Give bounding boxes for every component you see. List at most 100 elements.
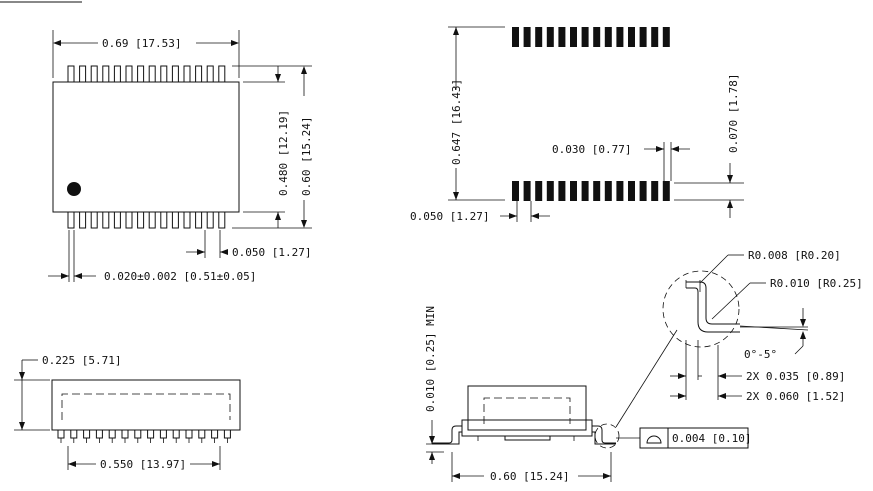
end-lead-left [432,425,462,444]
leads-lower [67,211,226,229]
detail-circle-large [662,270,740,348]
end-standoff-step [504,436,551,441]
lead-lower [90,211,98,229]
side-view: 0.225 [5.71] 0.550 [13.97] [14,354,241,471]
lead-lower [195,211,203,229]
angle-label: 0°-5° [744,348,777,361]
lead-lower [148,211,156,229]
side-height-label: 0.225 [5.71] [42,354,121,367]
lead-upper [67,65,75,83]
pad-lower [662,181,670,201]
pad-lower [616,181,624,201]
lead-lower [206,211,214,229]
end-lead-right [592,425,616,444]
pad-lower [512,181,519,201]
foot-length-label: 2X 0.060 [1.52] [746,390,845,403]
pad-lower [546,181,554,201]
pad-upper [546,27,554,47]
pad-lower [651,181,659,201]
side-lead [121,430,129,439]
pad-upper [639,27,647,47]
pad-upper [604,27,612,47]
lead-lower [160,211,168,229]
lead-upper [113,65,121,83]
lead-lower [183,211,191,229]
pad-lower [628,181,635,201]
side-leads [57,430,231,443]
lead-upper [137,65,145,83]
lead-upper [171,65,179,83]
leads-upper [67,65,226,83]
lead-upper [206,65,214,83]
pad-upper [616,27,624,47]
pad-upper [570,27,577,47]
lead-pitch-label: 0.050 [1.27] [232,246,311,259]
pad-lower [593,181,601,201]
lead-lower [218,211,226,229]
standoff-label: 0.010 [0.25] MIN [424,306,437,412]
side-lead [211,430,219,439]
side-lead [223,430,231,439]
lead-upper [183,65,191,83]
pad-upper [628,27,635,47]
end-span-label: 0.60 [15.24] [490,470,569,483]
inner-radius-label: R0.008 [R0.20] [748,249,841,262]
side-lead [198,430,206,439]
pin1-marker [67,182,81,196]
pads-lower [512,181,670,201]
side-body [51,379,241,431]
detail-lead-outer [686,281,740,325]
pad-lower [581,181,589,201]
side-body-outline-hidden [61,393,231,420]
lead-lower [102,211,110,229]
pad-layout-view: 0.647 [16.43] 0.070 [1.78] 0.030 [0.77] … [410,26,744,223]
overall-length-label: 0.69 [17.53] [102,37,181,50]
pad-lower [604,181,612,201]
outer-radius-label: R0.010 [R0.25] [770,277,863,290]
body-width-label: 0.480 [12.19] [277,110,290,196]
detail-circle-small [594,423,620,449]
lead-upper [102,65,110,83]
side-lead [57,430,65,439]
lead-upper [160,65,168,83]
detail-lead-inner [686,287,740,333]
coplanarity-frame [639,427,749,449]
pad-lower [639,181,647,201]
lead-upper [79,65,87,83]
side-lead [70,430,78,439]
pad-upper [662,27,670,47]
end-body-top [467,385,587,431]
side-lead [185,430,193,439]
side-lead [172,430,180,439]
side-lead [159,430,167,439]
package-body [52,81,240,213]
pad-upper [581,27,589,47]
lead-upper [195,65,203,83]
pad-span-label: 0.647 [16.43] [450,79,463,165]
pad-upper [593,27,601,47]
pad-pitch-label: 0.050 [1.27] [410,210,489,223]
pad-lower [558,181,566,201]
lead-lower [67,211,75,229]
pads-upper [512,27,670,47]
lead-upper [90,65,98,83]
pad-upper [523,27,531,47]
side-span-label: 0.550 [13.97] [100,458,186,471]
pad-upper [558,27,566,47]
end-view: R0.008 [R0.20] R0.010 [R0.25] 0°-5° 2X 0… [424,249,863,483]
pad-upper [535,27,543,47]
end-body-base [461,419,593,437]
side-lead [95,430,103,439]
lead-lower [125,211,133,229]
overall-width-label: 0.60 [15.24] [300,117,313,196]
foot-thickness-label: 2X 0.035 [0.89] [746,370,845,383]
pad-upper [512,27,519,47]
pad-length-label: 0.070 [1.78] [727,74,740,153]
lead-lower [137,211,145,229]
profile-symbol [646,435,662,444]
side-lead [134,430,142,439]
side-lead [108,430,116,439]
pad-lower [570,181,577,201]
lead-width-label: 0.020±0.002 [0.51±0.05] [104,270,256,283]
